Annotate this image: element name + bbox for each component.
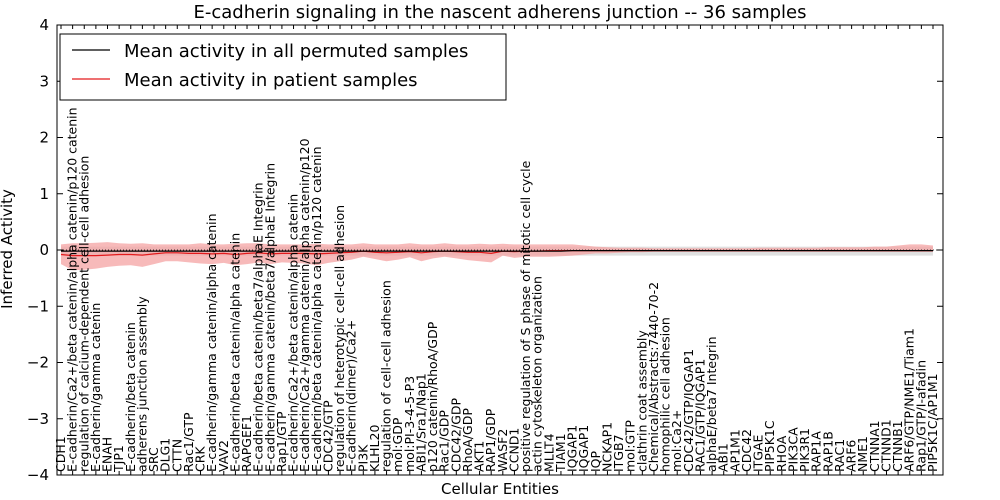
x-tick-label: mol:GDP bbox=[390, 417, 405, 472]
x-tick-label: Chemical/Abstracts:7440-70-2 bbox=[646, 282, 661, 472]
x-tick-label: CDC42/GTP bbox=[320, 400, 335, 472]
x-tick-label: Rap1/GTP/I-afadin bbox=[913, 360, 928, 472]
x-tick-label: clathrin coat assembly bbox=[634, 330, 649, 472]
patient-band bbox=[61, 242, 933, 271]
x-tick-label: mol:GTP bbox=[623, 420, 638, 472]
x-tick-label: ARF6 bbox=[844, 440, 859, 472]
x-tick-label: NCKAP1 bbox=[600, 422, 615, 472]
x-tick-label: regulation of calcium-dependent cell-cel… bbox=[76, 156, 91, 472]
legend-label-patient: Mean activity in patient samples bbox=[124, 70, 418, 91]
y-tick-label: 4 bbox=[39, 16, 49, 34]
y-tick-label: −1 bbox=[27, 297, 49, 315]
x-tick-label: CDC42 bbox=[739, 429, 754, 472]
x-tick-label: PIP5K1C/AP1M1 bbox=[925, 373, 940, 472]
y-axis-label: Inferred Activity bbox=[0, 189, 16, 309]
series-line-permuted bbox=[61, 250, 933, 252]
x-tick-label: TJP1 bbox=[111, 445, 126, 473]
x-tick-label: CDC42/GDP bbox=[448, 397, 463, 472]
x-tick-label: Rac1/GTP bbox=[181, 412, 196, 472]
x-tick-label: PIK3CA bbox=[786, 427, 801, 472]
x-tick-label: TIAM1 bbox=[553, 433, 568, 473]
x-tick-label: IQP bbox=[588, 450, 603, 472]
y-tick-label: 1 bbox=[39, 185, 49, 203]
x-tick-label: NME1 bbox=[855, 436, 870, 472]
x-tick-label: ABI1/Sra1/Nap1 bbox=[413, 373, 428, 472]
x-tick-label: ITGAE bbox=[751, 434, 766, 472]
x-tick-label: SRC bbox=[146, 447, 161, 472]
x-tick-label: E-cadherin(dimer)/Ca2+ bbox=[344, 320, 359, 472]
x-tick-label: VAV2 bbox=[216, 440, 231, 472]
x-tick-label: regulation of heterotypic cell-cell adhe… bbox=[332, 205, 347, 472]
x-tick-label: PIP5K1C bbox=[762, 420, 777, 472]
x-tick-label: RAC1 bbox=[832, 439, 847, 472]
x-tick-label: IQGAP1 bbox=[565, 425, 580, 472]
x-tick-label: RAPGEF1 bbox=[239, 415, 254, 472]
x-tick-label: ITGB7 bbox=[611, 434, 626, 472]
x-tick-label: regulation of cell-cell adhesion bbox=[379, 280, 394, 472]
x-tick-label: RAP1B bbox=[820, 431, 835, 472]
x-tick-label: KLHL20 bbox=[367, 425, 382, 472]
x-tick-label: mol:PI-3-4-5-P3 bbox=[402, 376, 417, 472]
x-tick-label: IQGAP1 bbox=[576, 425, 591, 472]
x-tick-label: ARF6/GTP/NME1/Tiam1 bbox=[902, 328, 917, 472]
x-tick-label: mol:Ca2+ bbox=[669, 410, 684, 472]
y-tick-label: 3 bbox=[39, 72, 49, 90]
legend-box bbox=[59, 33, 507, 101]
x-tick-label: ABI1 bbox=[716, 443, 731, 472]
x-tick-label: RAP1/GDP bbox=[483, 408, 498, 472]
y-tick-label: −2 bbox=[27, 354, 49, 372]
x-tick-label: MLLT4 bbox=[541, 433, 556, 472]
x-tick-label: positive regulation of S phase of mitoti… bbox=[518, 160, 533, 472]
x-tick-label: E-cadherin/Ca2+/beta catenin/alpha caten… bbox=[286, 194, 301, 472]
x-tick-label: DLG1 bbox=[158, 438, 173, 472]
x-tick-label: CTNND1 bbox=[879, 419, 894, 472]
x-tick-label: alphaE/beta7 Integrin bbox=[704, 336, 719, 472]
x-tick-label: E-cadherin/beta catenin bbox=[123, 322, 138, 472]
x-axis-label: Cellular Entities bbox=[441, 480, 559, 498]
x-tick-label: CDC42/GTP/IQGAP1 bbox=[681, 349, 696, 472]
x-tick-label: Rac1/GDP bbox=[437, 410, 452, 472]
x-tick-label: E-cadherin/beta catenin/alpha catenin/p1… bbox=[309, 146, 324, 472]
legend-label-permuted: Mean activity in all permuted samples bbox=[124, 41, 468, 62]
x-tick-label: E-cadherin/beta catenin/beta7/alphaE Int… bbox=[251, 182, 266, 472]
x-tick-label: RAP1A bbox=[809, 431, 824, 472]
x-tick-label: E-cadherin/Ca2+/beta catenin/alpha caten… bbox=[65, 107, 80, 472]
y-tick-label: 0 bbox=[39, 241, 49, 259]
x-tick-label: E-cadherin/beta catenin/alpha catenin bbox=[227, 233, 242, 472]
x-tick-label: CRK bbox=[193, 446, 208, 472]
x-tick-label: RAC1/GTP/IQGAP1 bbox=[693, 359, 708, 472]
chart-title: E-cadherin signaling in the nascent adhe… bbox=[193, 2, 806, 23]
x-tick-label: E-cadherin/gamma catenin bbox=[88, 303, 103, 472]
x-tick-label: WASF2 bbox=[495, 429, 510, 472]
x-tick-label: ENAH bbox=[100, 437, 115, 472]
x-tick-label: E-cadherin/gamma catenin/beta7/alphaE In… bbox=[262, 163, 277, 472]
x-tick-label: homophilic cell adhesion bbox=[658, 317, 673, 472]
y-tick-label: −4 bbox=[27, 466, 49, 484]
y-tick-label: −3 bbox=[27, 410, 49, 428]
x-tick-label: CDH1 bbox=[53, 436, 68, 472]
x-tick-label: CTNNA1 bbox=[867, 420, 882, 472]
x-tick-label: actin cytoskeleton organization bbox=[530, 276, 545, 472]
x-tick-label: RhoA/GDP bbox=[460, 408, 475, 472]
y-tick-label: 2 bbox=[39, 129, 49, 147]
x-tick-label: CTTN bbox=[169, 439, 184, 472]
x-tick-label: adherens junction assembly bbox=[134, 296, 149, 472]
x-tick-label: CCND1 bbox=[506, 428, 521, 472]
x-tick-label: E-cadherin/Ca2+/gamma catenin/alpha cate… bbox=[297, 138, 312, 472]
x-tick-label: E-cadherin/gamma catenin/alpha catenin bbox=[204, 213, 219, 472]
x-tick-label: AP1M1 bbox=[727, 429, 742, 472]
x-tick-label: PI3K bbox=[355, 444, 370, 472]
x-tick-label: CTNNB1 bbox=[890, 420, 905, 472]
x-tick-label: RHOA bbox=[774, 435, 789, 472]
x-tick-label: Rap1/GTP bbox=[274, 411, 289, 472]
x-tick-label: p120 catenin/RhoA/GDP bbox=[425, 321, 440, 472]
x-tick-label: PIK3R1 bbox=[797, 428, 812, 472]
x-tick-label: AKT1 bbox=[472, 441, 487, 472]
